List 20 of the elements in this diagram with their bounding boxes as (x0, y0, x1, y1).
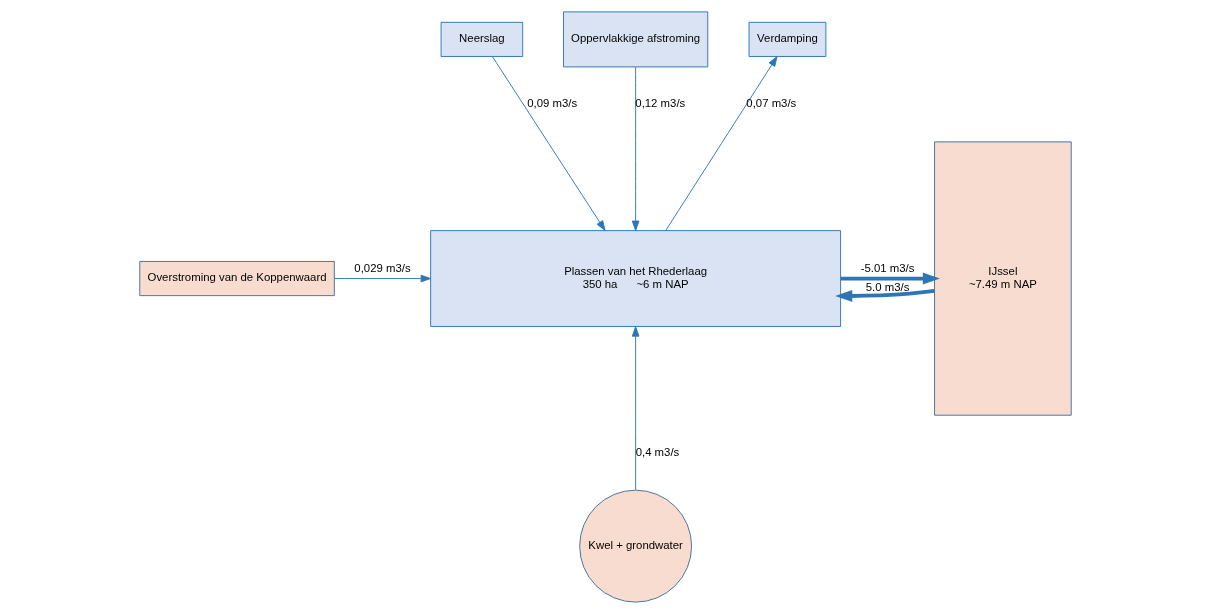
arrow (492, 56, 606, 231)
edge-label: 0,07 m3/s (746, 97, 797, 110)
arrow (631, 66, 640, 231)
arrow (840, 272, 940, 285)
edge-label: 5.0 m3/s (865, 280, 910, 293)
arrow (334, 274, 432, 283)
node-box: Oppervlakkige afstroming (563, 11, 709, 68)
node-box: Verdamping (748, 21, 827, 57)
arrow (665, 56, 778, 231)
edge-label: 0,4 m3/s (635, 445, 680, 458)
edge-label: -5.01 m3/s (860, 262, 915, 275)
edge-label: 0,09 m3/s (527, 97, 578, 110)
node-box: Plassen van het Rhederlaag 350 ha ~6 m NAP (430, 230, 842, 327)
node-box: Neerslag (440, 21, 524, 57)
node-circle: Kwel + grondwater (579, 489, 693, 603)
node-box: Overstroming van de Koppenwaard (139, 261, 335, 297)
node-box: IJssel ~7.49 m NAP (934, 141, 1072, 416)
edge-label: 0,029 m3/s (354, 262, 411, 275)
arrow (835, 289, 935, 302)
arrow (631, 326, 640, 491)
